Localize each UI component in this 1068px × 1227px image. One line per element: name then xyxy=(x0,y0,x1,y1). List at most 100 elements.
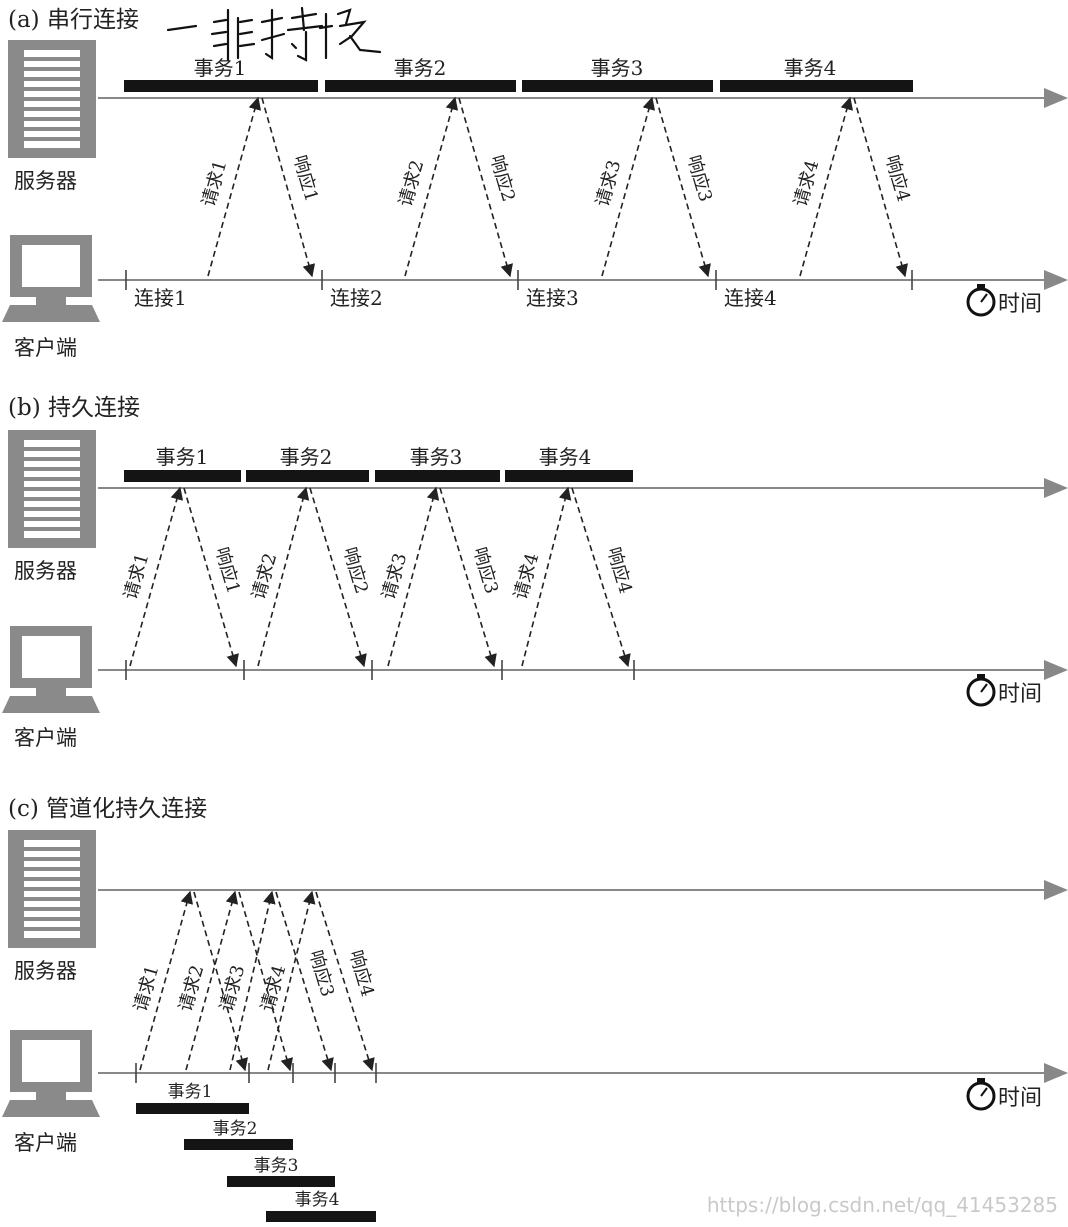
request-label-1: 请求1 xyxy=(130,963,163,1014)
stopwatch-icon xyxy=(966,1078,996,1111)
server-icon xyxy=(8,430,96,548)
request-arrow-2 xyxy=(257,486,310,667)
transaction-bar-1 xyxy=(124,80,318,92)
request-arrow-1 xyxy=(129,486,184,667)
response-arrow-1 xyxy=(183,487,239,668)
transaction-label-4: 事务4 xyxy=(295,1190,340,1210)
transaction-bar-2 xyxy=(184,1139,293,1150)
transaction-label-1: 事务1 xyxy=(156,445,209,469)
transaction-label-2: 事务2 xyxy=(213,1119,258,1139)
transaction-bar-3 xyxy=(375,470,500,482)
response-label-4: 响应4 xyxy=(603,545,636,596)
request-arrow-4 xyxy=(521,486,572,667)
request-arrow-3 xyxy=(387,486,440,667)
response-label-4: 响应4 xyxy=(881,153,914,204)
request-label-2: 请求2 xyxy=(395,158,428,209)
response-arrow-4 xyxy=(853,97,908,278)
request-label-4: 请求4 xyxy=(790,158,823,209)
connection-ticks xyxy=(125,660,635,680)
response-arrow-2 xyxy=(238,891,293,1072)
panel-b-title: (b) 持久连接 xyxy=(8,395,140,421)
panel-b: (b) 持久连接 服务器 客户端 事务1 事务2 xyxy=(2,395,1068,750)
response-arrow-4 xyxy=(315,891,375,1072)
response-arrow-3 xyxy=(275,891,334,1072)
panel-a: (a) 串行连接 服务器 客户 xyxy=(2,6,1068,360)
connection-label-2: 连接2 xyxy=(330,286,383,310)
transaction-bar-2 xyxy=(246,470,369,482)
watermark: https://blog.csdn.net/qq_41453285 xyxy=(707,1193,1058,1217)
server-label: 服务器 xyxy=(14,559,77,583)
connection-label-4: 连接4 xyxy=(724,286,777,310)
response-label-1: 响应1 xyxy=(289,153,322,204)
transaction-bar-3 xyxy=(522,80,713,92)
request-label-1: 请求1 xyxy=(120,551,153,602)
client-icon xyxy=(2,1030,100,1117)
request-label-1: 请求1 xyxy=(198,158,231,209)
request-label-4: 请求4 xyxy=(510,551,543,602)
client-label: 客户端 xyxy=(14,336,77,360)
transaction-label-4: 事务4 xyxy=(784,56,837,80)
transaction-label-3: 事务3 xyxy=(254,1156,299,1176)
client-icon xyxy=(2,626,100,713)
transaction-bar-1 xyxy=(124,470,241,482)
response-label-2: 响应2 xyxy=(486,153,519,204)
stopwatch-icon xyxy=(966,674,996,707)
server-icon xyxy=(8,830,96,948)
time-label: 时间 xyxy=(998,292,1042,317)
response-arrow-3 xyxy=(655,97,711,278)
connection-label-1: 连接1 xyxy=(134,286,187,310)
response-label-3: 响应3 xyxy=(469,545,502,596)
request-label-3: 请求3 xyxy=(378,551,411,602)
transaction-bar-4 xyxy=(505,470,633,482)
response-label-4: 响应4 xyxy=(345,948,378,999)
request-arrow-4 xyxy=(799,96,854,277)
handwritten-note xyxy=(166,6,382,62)
transaction-label-2: 事务2 xyxy=(394,56,447,80)
connection-ticks xyxy=(125,270,913,290)
request-label-3: 请求3 xyxy=(592,158,625,209)
response-arrow-3 xyxy=(439,487,497,668)
transaction-label-3: 事务3 xyxy=(410,445,463,469)
request-arrow-1 xyxy=(139,890,194,1071)
transaction-bar-3 xyxy=(227,1176,335,1187)
server-label: 服务器 xyxy=(14,169,77,193)
transaction-bar-4 xyxy=(266,1211,376,1222)
request-arrow-2 xyxy=(404,96,459,277)
request-arrow-3 xyxy=(601,96,656,277)
response-label-3: 响应3 xyxy=(305,948,338,999)
response-label-3: 响应3 xyxy=(683,153,716,204)
stopwatch-icon xyxy=(966,284,996,317)
request-arrow-2 xyxy=(185,890,239,1071)
server-icon xyxy=(8,40,96,158)
client-label: 客户端 xyxy=(14,726,77,750)
transaction-label-2: 事务2 xyxy=(280,445,333,469)
request-label-2: 请求2 xyxy=(248,551,281,602)
server-label: 服务器 xyxy=(14,959,77,983)
transaction-label-3: 事务3 xyxy=(591,56,644,80)
response-arrow-4 xyxy=(571,487,631,668)
transaction-label-1: 事务1 xyxy=(168,1082,213,1102)
transaction-label-1: 事务1 xyxy=(194,56,247,80)
request-arrow-4 xyxy=(267,890,316,1071)
transaction-bar-1 xyxy=(136,1103,249,1114)
panel-c-title: (c) 管道化持久连接 xyxy=(8,796,207,822)
response-label-1: 响应1 xyxy=(211,545,244,596)
response-arrow-1 xyxy=(193,891,248,1072)
connection-ticks xyxy=(135,1063,377,1083)
response-label-2: 响应2 xyxy=(339,545,372,596)
panel-a-title: (a) 串行连接 xyxy=(8,7,139,33)
transaction-label-4: 事务4 xyxy=(539,445,592,469)
time-label: 时间 xyxy=(998,682,1042,707)
connection-label-3: 连接3 xyxy=(526,286,579,310)
transaction-bar-4 xyxy=(720,80,913,92)
client-label: 客户端 xyxy=(14,1131,77,1155)
client-icon xyxy=(2,235,100,322)
time-label: 时间 xyxy=(998,1086,1042,1111)
request-arrow-1 xyxy=(207,96,262,277)
response-arrow-1 xyxy=(261,97,316,278)
transaction-bar-2 xyxy=(325,80,516,92)
panel-c: (c) 管道化持久连接 服务器 客户端 xyxy=(2,796,1068,1222)
response-arrow-2 xyxy=(458,97,513,278)
response-arrow-2 xyxy=(309,487,367,668)
